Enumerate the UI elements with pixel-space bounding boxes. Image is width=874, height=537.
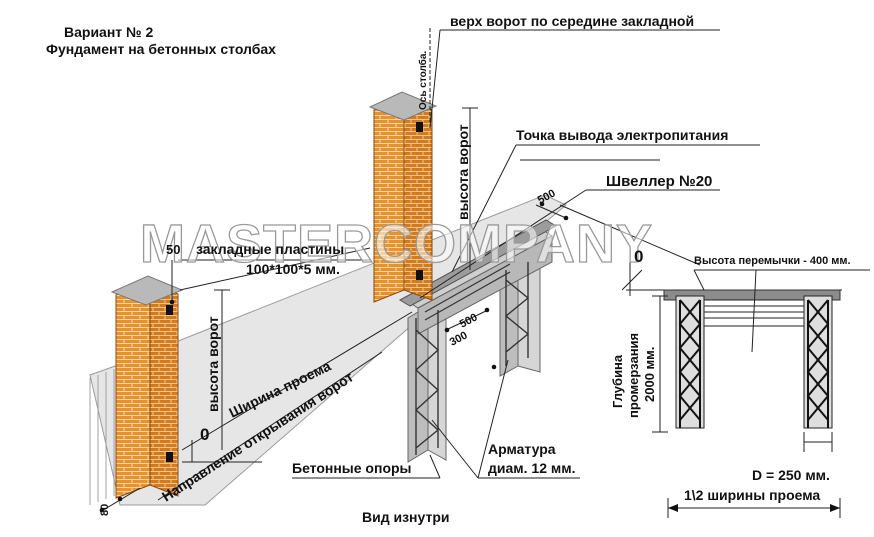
- gate-height-right-label: высота ворот: [455, 124, 471, 220]
- post-axis-label: Ось столба.: [417, 51, 429, 110]
- half-width-label: 1\2 ширины проема: [684, 487, 820, 503]
- foundation-subtitle: Фундамент на бетонных столбах: [46, 41, 276, 57]
- embedded-plates-size: 100*100*5 мм.: [246, 261, 340, 277]
- concrete-supports-label: Бетонные опоры: [292, 460, 412, 476]
- rebar-label: Арматура: [488, 441, 556, 457]
- zero-left: 0: [200, 425, 209, 444]
- dim-300: 300: [448, 329, 470, 348]
- leader-lines: [99, 28, 760, 513]
- lintel-height-label: Высота перемычки - 400 мм.: [694, 255, 851, 267]
- freeze-depth-label-3: 2000 мм.: [642, 347, 657, 402]
- power-point-label: Точка вывода электропитания: [516, 127, 728, 143]
- variant-title: Вариант № 2: [64, 24, 154, 40]
- rebar-diameter-label: диам. 12 мм.: [488, 460, 575, 476]
- embedded-plate-bottom-left: [166, 452, 173, 462]
- inside-view-label: Вид изнутри: [362, 509, 450, 525]
- fence-panels: [89, 363, 131, 505]
- gate-top-label: верх ворот по середине закладной: [450, 13, 694, 29]
- dim-50: 50: [166, 242, 180, 257]
- dim-80: 80: [99, 504, 111, 516]
- concrete-supports-3d: [398, 219, 558, 463]
- brick-post-left: [110, 275, 184, 499]
- channel-label: Швеллер №20: [606, 173, 712, 190]
- brick-post-right: [368, 91, 438, 303]
- freeze-depth-label-1: Глубина: [610, 354, 625, 408]
- watermark: MASTERCOMPANY: [140, 214, 653, 274]
- gate-height-left-label: высота ворот: [205, 316, 221, 412]
- diameter-label: D = 250 мм.: [752, 467, 830, 483]
- freeze-depth-label-2: промерзания: [626, 333, 641, 418]
- section-view: [621, 262, 870, 518]
- dimension-dots: [99, 201, 569, 513]
- zero-right: 0: [634, 247, 643, 266]
- dim-500-mid: 500: [458, 311, 480, 330]
- embedded-plates-label: закладные пластины: [196, 241, 344, 257]
- embedded-plate-top-left: [166, 305, 173, 315]
- embedded-plate-bottom-right: [416, 270, 423, 280]
- embedded-plate-top-right: [416, 122, 423, 132]
